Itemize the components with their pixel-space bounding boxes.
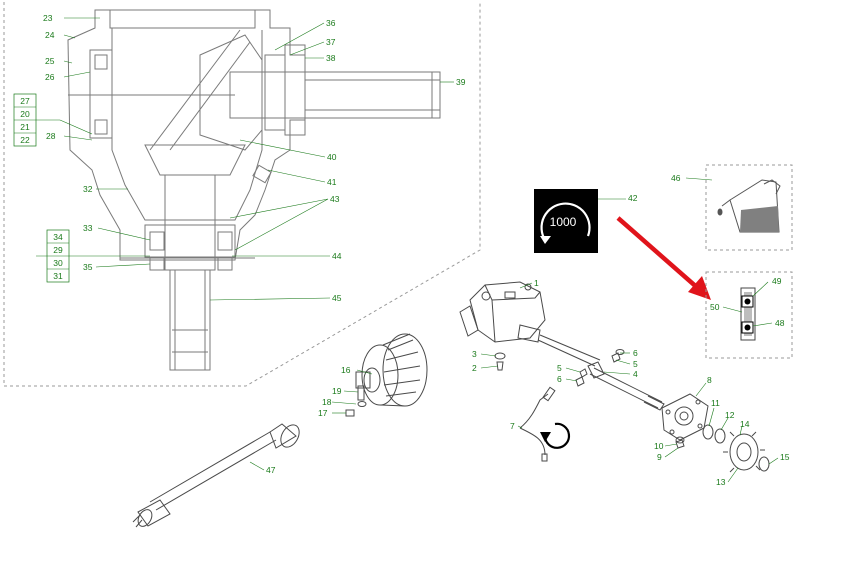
group-b-item-1: 34 (53, 232, 63, 242)
small-hardware (345, 349, 665, 462)
callout-38: 38 (326, 53, 336, 63)
callout-47: 47 (266, 465, 276, 475)
group-a-item-3: 21 (20, 122, 30, 132)
assembly-leader-lines (249, 282, 779, 483)
callout-15: 15 (780, 452, 790, 462)
detail-leader-lines (36, 17, 454, 301)
callout-3: 3 (472, 349, 477, 359)
callout-5b: 5 (633, 359, 638, 369)
callout-23: 23 (43, 13, 53, 23)
gearbox-housing (459, 281, 601, 367)
bearing-group-a: 27 20 21 22 (13, 93, 37, 147)
callout-12: 12 (725, 410, 735, 420)
callout-43: 43 (330, 194, 340, 204)
callout-13: 13 (716, 477, 726, 487)
oil-can-pouring-icon (717, 179, 781, 233)
group-b-item-4: 31 (53, 271, 63, 281)
callout-17: 17 (318, 408, 328, 418)
callout-48: 48 (775, 318, 785, 328)
seal-detail-box (705, 271, 793, 359)
pto-drive-shaft (132, 423, 300, 528)
callout-18: 18 (322, 397, 332, 407)
oil-info-box (685, 164, 793, 251)
rpm-value: 1000 (550, 215, 577, 229)
callout-44: 44 (332, 251, 342, 261)
callout-19: 19 (332, 386, 342, 396)
callout-33: 33 (83, 223, 93, 233)
rpm-speed-badge: 1000 (534, 189, 626, 253)
callout-35: 35 (83, 262, 93, 272)
sprocket (702, 424, 770, 473)
callout-14: 14 (740, 419, 750, 429)
gearbox-section-detail (3, 2, 481, 387)
callout-45: 45 (332, 293, 342, 303)
callout-16: 16 (341, 365, 351, 375)
rpm-gauge-icon (540, 202, 591, 244)
group-a-item-4: 22 (20, 135, 30, 145)
callout-37: 37 (326, 37, 336, 47)
group-a-item-1: 27 (20, 96, 30, 106)
callout-10: 10 (654, 441, 664, 451)
bearing-group-b: 34 29 30 31 (46, 229, 70, 283)
red-pointer-arrow (616, 216, 711, 300)
seal-ring-icon (740, 287, 756, 341)
callout-6a: 6 (557, 374, 562, 384)
callout-39: 39 (456, 77, 466, 87)
callout-40: 40 (327, 152, 337, 162)
group-a-item-2: 20 (20, 109, 30, 119)
callout-24: 24 (45, 30, 55, 40)
callout-11: 11 (711, 398, 720, 408)
callout-8: 8 (707, 375, 712, 385)
callout-2: 2 (472, 363, 477, 373)
callout-1: 1 (534, 278, 539, 288)
callout-5a: 5 (557, 363, 562, 373)
callout-50: 50 (710, 302, 720, 312)
callout-36: 36 (326, 18, 336, 28)
callout-41: 41 (327, 177, 337, 187)
callout-6b: 6 (633, 348, 638, 358)
callout-26: 26 (45, 72, 55, 82)
callout-4: 4 (633, 369, 638, 379)
callout-7: 7 (510, 421, 515, 431)
group-b-item-3: 30 (53, 258, 63, 268)
pulley (355, 333, 428, 407)
callout-46: 46 (671, 173, 681, 183)
callout-labels: 23 24 25 26 28 32 33 35 36 37 38 39 40 4… (43, 13, 790, 487)
bearing-flange (661, 393, 709, 449)
callout-32: 32 (83, 184, 93, 194)
callout-9: 9 (657, 452, 662, 462)
rotation-direction-icon (540, 422, 571, 449)
callout-25: 25 (45, 56, 55, 66)
callout-28: 28 (46, 131, 56, 141)
callout-49: 49 (772, 276, 782, 286)
callout-42: 42 (628, 193, 638, 203)
group-b-item-2: 29 (53, 245, 63, 255)
